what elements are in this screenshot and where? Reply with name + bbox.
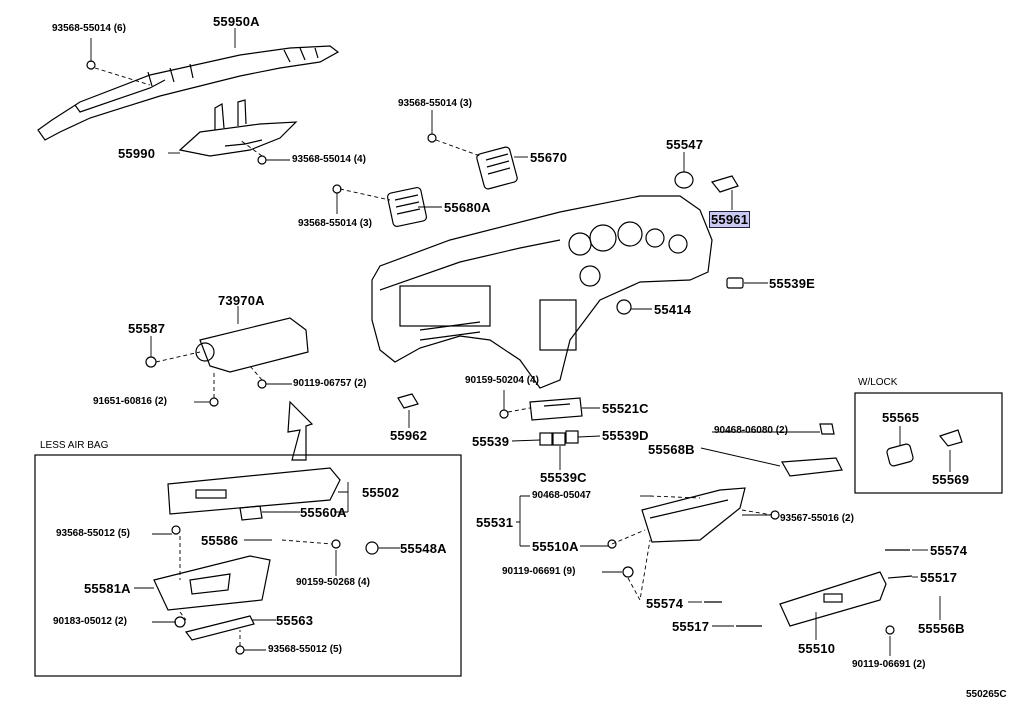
part-55990-label[interactable]: 55990	[118, 146, 156, 161]
part-55548A-label[interactable]: 55548A	[400, 541, 447, 556]
part-93567-55016-2-label[interactable]: 93567-55016 (2)	[780, 513, 854, 524]
part-55587-label[interactable]: 55587	[128, 321, 166, 336]
part-55574-left-label[interactable]: 55574	[646, 596, 684, 611]
part-90159-50268-4-label[interactable]: 90159-50268 (4)	[296, 577, 370, 588]
part-93568-55014-3-top-label[interactable]: 93568-55014 (3)	[398, 98, 472, 109]
part-91651-60816-2-label[interactable]: 91651-60816 (2)	[93, 396, 167, 407]
figure-id: 550265C	[966, 689, 1007, 700]
part-55510A-label[interactable]: 55510A	[532, 539, 579, 554]
part-55539E-label[interactable]: 55539E	[769, 276, 816, 291]
part-55680A-label[interactable]: 55680A	[444, 200, 491, 215]
part-93568-55014-6-label[interactable]: 93568-55014 (6)	[52, 23, 126, 34]
part-90119-06757-2-label[interactable]: 90119-06757 (2)	[293, 378, 367, 389]
part-93568-55014-3-bottom-label[interactable]: 93568-55014 (3)	[298, 218, 372, 229]
part-55510-label[interactable]: 55510	[798, 641, 836, 656]
part-93568-55012-5-bottom-label[interactable]: 93568-55012 (5)	[268, 644, 342, 655]
part-93568-55014-4-label[interactable]: 93568-55014 (4)	[292, 154, 366, 165]
part-55539C-label[interactable]: 55539C	[540, 470, 587, 485]
part-55547-label[interactable]: 55547	[666, 137, 704, 152]
part-55962-label[interactable]: 55962	[390, 428, 428, 443]
part-55581A-label[interactable]: 55581A	[84, 581, 131, 596]
part-55556B-label[interactable]: 55556B	[918, 621, 965, 636]
part-90159-50204-4-label[interactable]: 90159-50204 (4)	[465, 375, 539, 386]
part-55414-label[interactable]: 55414	[654, 302, 692, 317]
part-55502-label[interactable]: 55502	[362, 485, 400, 500]
part-55569-label[interactable]: 55569	[932, 472, 970, 487]
part-55563-label[interactable]: 55563	[276, 613, 314, 628]
w-lock-section-title: W/LOCK	[858, 377, 898, 388]
part-90468-05047-label[interactable]: 90468-05047	[532, 490, 591, 501]
part-55531-label[interactable]: 55531	[476, 515, 514, 530]
part-55574-right-label[interactable]: 55574	[930, 543, 968, 558]
part-55565-label[interactable]: 55565	[882, 410, 920, 425]
part-55517-right-label[interactable]: 55517	[920, 570, 958, 585]
part-90183-05012-2-label[interactable]: 90183-05012 (2)	[53, 616, 127, 627]
less-air-bag-section-title: LESS AIR BAG	[40, 440, 109, 451]
part-90119-06691-2-label[interactable]: 90119-06691 (2)	[852, 659, 926, 670]
part-55961-label-highlighted[interactable]: 55961	[708, 211, 751, 228]
part-73970A-label[interactable]: 73970A	[218, 293, 265, 308]
part-55568B-label[interactable]: 55568B	[648, 442, 695, 457]
part-90119-06691-9-label[interactable]: 90119-06691 (9)	[502, 566, 576, 577]
part-55586-label[interactable]: 55586	[201, 533, 239, 548]
part-55521C-label[interactable]: 55521C	[602, 401, 649, 416]
part-55560A-label[interactable]: 55560A	[300, 505, 347, 520]
part-93568-55012-5-top-label[interactable]: 93568-55012 (5)	[56, 528, 130, 539]
part-55539D-label[interactable]: 55539D	[602, 428, 649, 443]
part-90468-06080-2-label[interactable]: 90468-06080 (2)	[714, 425, 788, 436]
part-55539-label[interactable]: 55539	[472, 434, 510, 449]
part-55517-left-label[interactable]: 55517	[672, 619, 710, 634]
part-55670-label[interactable]: 55670	[530, 150, 568, 165]
part-55950A-label[interactable]: 55950A	[213, 14, 260, 29]
